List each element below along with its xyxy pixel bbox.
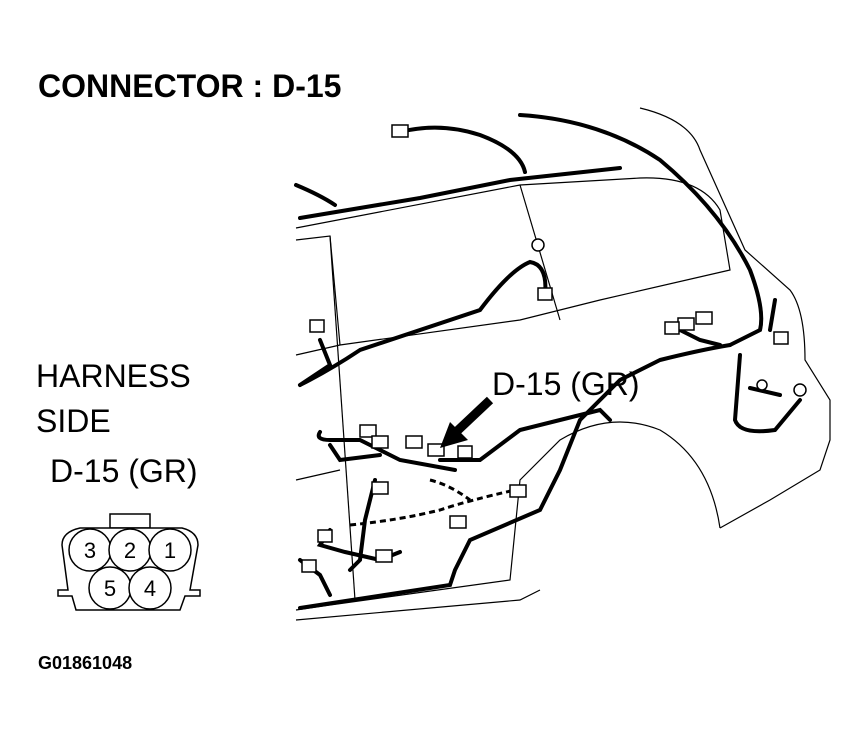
pin-3: 3 [84, 538, 96, 563]
harness-label-line2: SIDE [36, 403, 111, 439]
connector-side-label: D-15 (GR) [50, 453, 198, 489]
pin-5: 5 [104, 576, 116, 601]
connector-face [57, 513, 201, 611]
page-title: CONNECTOR : D-15 [38, 68, 342, 104]
harness-label-line1: HARNESS [36, 358, 191, 394]
pin-4: 4 [144, 576, 156, 601]
pin-1: 1 [164, 538, 176, 563]
pin-2: 2 [124, 538, 136, 563]
callout-arrow [440, 396, 494, 448]
figure-id: G01861048 [38, 653, 133, 673]
callout-label: D-15 (GR) [492, 366, 640, 402]
